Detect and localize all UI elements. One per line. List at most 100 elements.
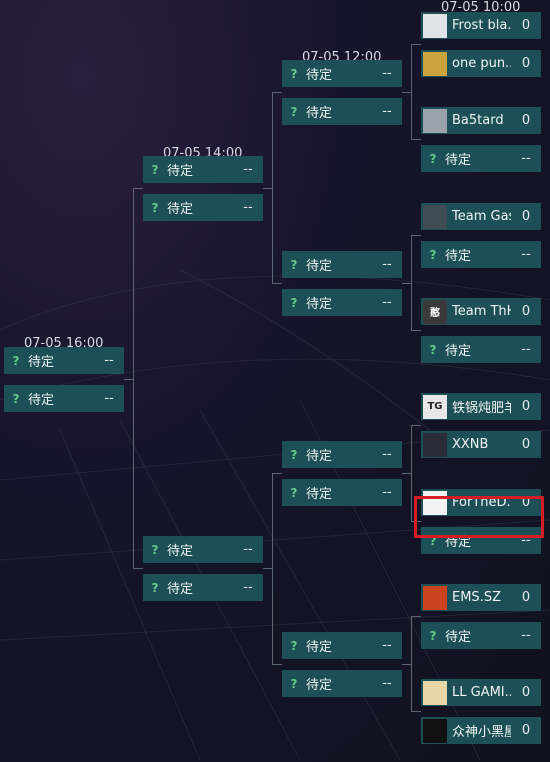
bracket-connector xyxy=(402,473,411,474)
team-score: 0 xyxy=(521,56,531,71)
ba5tard-logo xyxy=(423,108,447,133)
r1-slot-10[interactable]: XXNB 0 xyxy=(421,431,541,458)
bracket-connector xyxy=(133,188,134,568)
r4-slot-1[interactable]: ?待定-- xyxy=(4,347,124,374)
tieguo-logo: TG xyxy=(423,394,447,419)
r1-slot-8[interactable]: ?待定-- xyxy=(421,336,541,363)
question-icon: ? xyxy=(290,295,298,310)
question-icon: ? xyxy=(151,162,159,177)
pending-label: 待定 xyxy=(28,355,55,370)
selected-team-highlight xyxy=(414,496,544,538)
team-name: Team ThH xyxy=(452,304,511,319)
bracket-connector xyxy=(272,92,273,283)
r1-slot-6[interactable]: ?待定-- xyxy=(421,241,541,268)
team-thh-logo: 憨 xyxy=(423,299,447,324)
team-score: 0 xyxy=(521,723,531,738)
team-score: 0 xyxy=(521,685,531,700)
pending-score: -- xyxy=(104,391,114,406)
bracket-connector xyxy=(272,664,282,665)
ems-logo xyxy=(423,585,447,610)
pending-score: -- xyxy=(521,342,531,357)
r2-slot-6[interactable]: ?待定-- xyxy=(282,479,402,506)
r3-slot-4[interactable]: ?待定-- xyxy=(143,574,263,601)
team-name: Frost bla... xyxy=(452,18,511,33)
pending-score: -- xyxy=(382,104,392,119)
r1-slot-4[interactable]: ?待定-- xyxy=(421,145,541,172)
bracket-connector xyxy=(411,139,421,140)
pending-score: -- xyxy=(243,542,253,557)
team-name: Ba5tard xyxy=(452,113,504,128)
bracket-connector xyxy=(411,44,412,139)
pending-score: -- xyxy=(243,162,253,177)
question-icon: ? xyxy=(151,200,159,215)
r2-slot-3[interactable]: ?待定-- xyxy=(282,251,402,278)
pending-label: 待定 xyxy=(167,582,194,597)
bracket-connector xyxy=(124,379,133,380)
pending-label: 待定 xyxy=(306,640,333,655)
bracket-connector xyxy=(411,616,412,711)
r1-slot-12[interactable]: ? 待定 -- xyxy=(421,527,541,554)
bracket-connector xyxy=(411,235,412,330)
r4-slot-2[interactable]: ?待定-- xyxy=(4,385,124,412)
team-name: LL GAMI... xyxy=(452,685,511,700)
r1-slot-2[interactable]: one pun... 0 xyxy=(421,50,541,77)
question-icon: ? xyxy=(429,533,437,548)
team-name: EMS.SZ xyxy=(452,590,501,605)
pending-score: -- xyxy=(382,676,392,691)
xxnb-logo xyxy=(423,432,447,457)
pending-label: 待定 xyxy=(445,249,472,264)
bracket-connector xyxy=(411,425,412,521)
bracket-connector xyxy=(272,473,282,474)
question-icon: ? xyxy=(290,638,298,653)
team-score: 0 xyxy=(521,437,531,452)
pending-label: 待定 xyxy=(306,259,333,274)
bracket-connector xyxy=(133,188,143,189)
r2-slot-5[interactable]: ?待定-- xyxy=(282,441,402,468)
pending-label: 待定 xyxy=(445,535,472,550)
team-score: 0 xyxy=(521,304,531,319)
pending-label: 待定 xyxy=(306,106,333,121)
bracket-connector xyxy=(272,473,273,664)
pending-label: 待定 xyxy=(167,164,194,179)
r3-slot-1[interactable]: ? 待定 -- xyxy=(143,156,263,183)
forthed-logo xyxy=(423,490,447,515)
bracket-connector xyxy=(402,664,411,665)
r3-slot-2[interactable]: ?待定-- xyxy=(143,194,263,221)
r2-slot-8[interactable]: ?待定-- xyxy=(282,670,402,697)
r1-slot-15[interactable]: LL GAMI... 0 xyxy=(421,679,541,706)
r2-slot-4[interactable]: ?待定-- xyxy=(282,289,402,316)
pending-score: -- xyxy=(382,66,392,81)
r1-slot-7[interactable]: 憨 Team ThH 0 xyxy=(421,298,541,325)
pending-score: -- xyxy=(521,151,531,166)
bracket-connector xyxy=(411,616,421,617)
pending-score: -- xyxy=(521,628,531,643)
r1-slot-14[interactable]: ?待定-- xyxy=(421,622,541,649)
pending-label: 待定 xyxy=(306,449,333,464)
question-icon: ? xyxy=(151,580,159,595)
r2-slot-7[interactable]: ?待定-- xyxy=(282,632,402,659)
pending-label: 待定 xyxy=(445,153,472,168)
pending-score: -- xyxy=(382,485,392,500)
question-icon: ? xyxy=(290,447,298,462)
r3-slot-3[interactable]: ?待定-- xyxy=(143,536,263,563)
zhongshen-logo xyxy=(423,718,447,743)
r1-slot-1[interactable]: Frost bla...0 xyxy=(421,12,541,39)
pending-score: -- xyxy=(243,200,253,215)
r2-slot-1[interactable]: ?待定-- xyxy=(282,60,402,87)
pending-score: -- xyxy=(521,247,531,262)
team-score: 0 xyxy=(521,399,531,414)
pending-score: -- xyxy=(521,533,531,548)
pending-label: 待定 xyxy=(28,393,55,408)
team-name: XXNB xyxy=(452,437,489,452)
bracket-connector xyxy=(263,568,272,569)
question-icon: ? xyxy=(290,104,298,119)
r2-slot-2[interactable]: ? 待定 -- xyxy=(282,98,402,125)
bracket-connector xyxy=(411,235,421,236)
team-name: one pun... xyxy=(452,56,511,71)
bracket-connector xyxy=(411,44,421,45)
